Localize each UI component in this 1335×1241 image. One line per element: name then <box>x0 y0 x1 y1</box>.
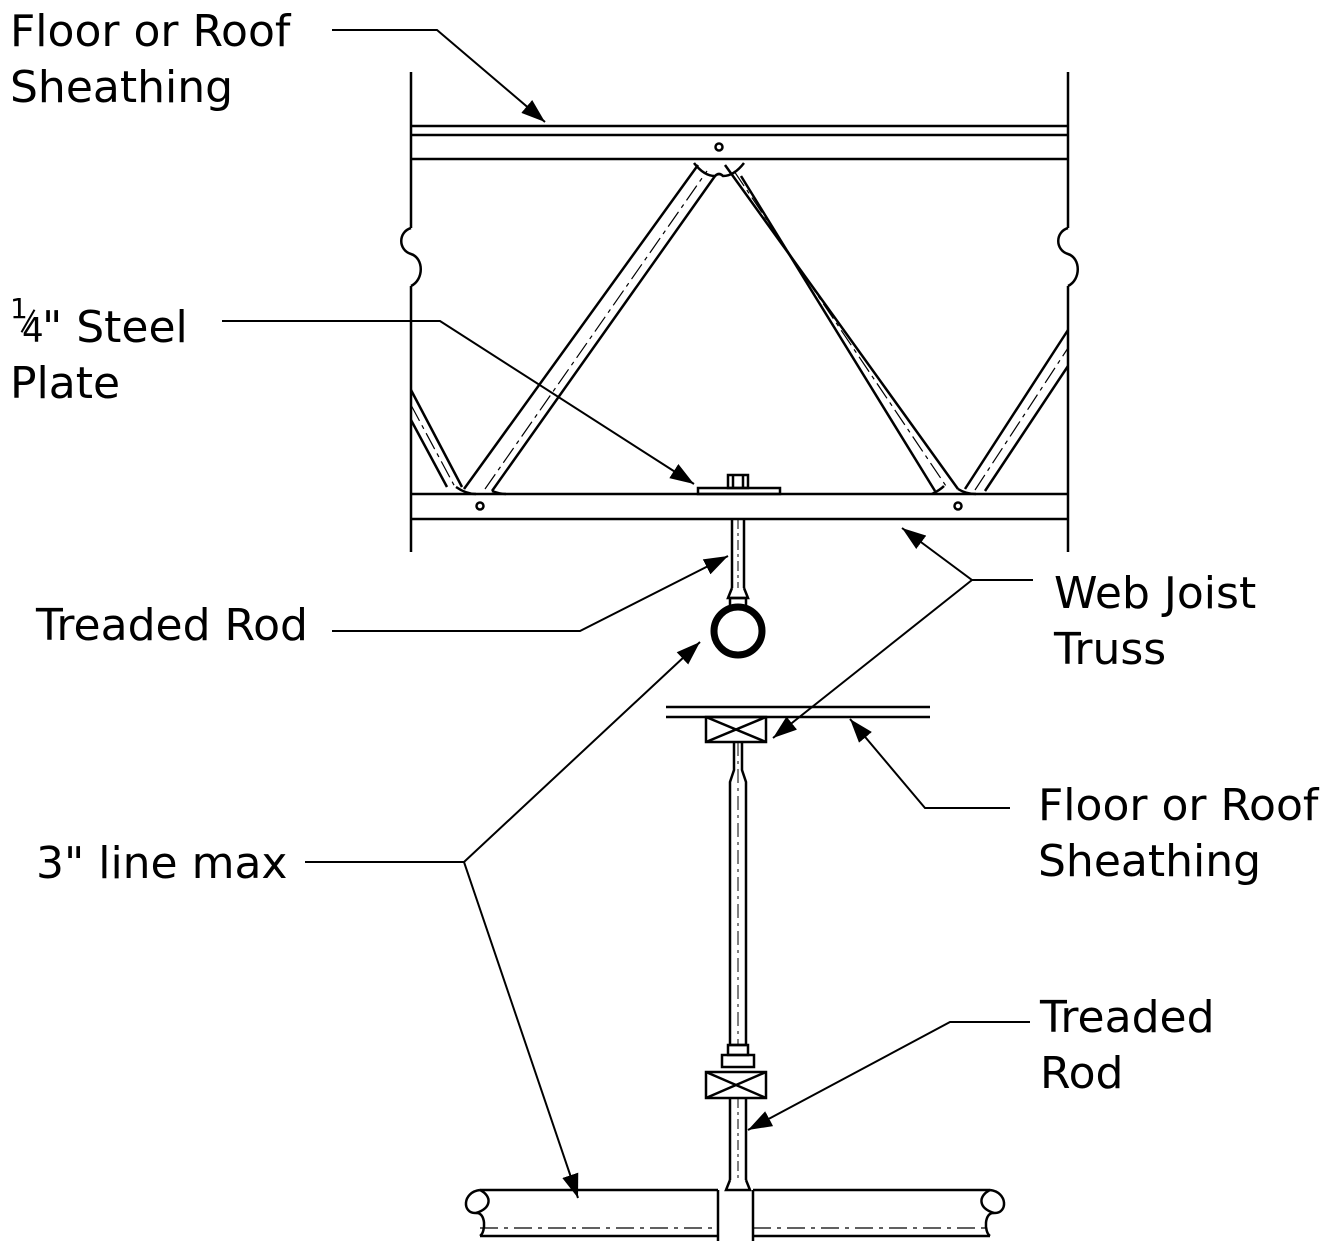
label-treaded-rod-bottom: Treaded Rod <box>1040 990 1215 1102</box>
label-text: " Steel <box>42 302 188 353</box>
label-line: Sheathing <box>1038 836 1262 887</box>
label-line: Sheathing <box>10 62 234 113</box>
fraction-numerator: 1 <box>10 292 28 325</box>
truss-elevation <box>400 72 1079 659</box>
label-line: Truss <box>1054 624 1167 675</box>
label-line: Web Joist <box>1054 568 1257 619</box>
fraction-denominator: 4 <box>22 311 44 351</box>
label-line-max: 3" line max <box>36 836 287 892</box>
section-view <box>464 705 1006 1241</box>
label-floor-roof-sheathing-bottom: Floor or Roof Sheathing <box>1038 778 1318 890</box>
label-line: 3" line max <box>36 838 288 889</box>
leader-lines <box>222 29 1033 1199</box>
label-line: Plate <box>10 358 121 409</box>
label-web-joist-truss: Web Joist Truss <box>1054 566 1256 678</box>
label-line: Treaded <box>1040 992 1215 1043</box>
label-steel-plate: 1 4 " Steel Plate <box>10 294 188 412</box>
label-line: Floor or Roof <box>10 6 291 57</box>
fraction: 1 4 <box>10 294 44 351</box>
label-line: Floor or Roof <box>1038 780 1319 831</box>
label-treaded-rod-top: Treaded Rod <box>36 598 308 654</box>
label-line: 1 4 " Steel <box>10 294 188 356</box>
label-line: Treaded Rod <box>36 600 308 651</box>
label-floor-roof-sheathing-top: Floor or Roof Sheathing <box>10 4 290 116</box>
label-line: Rod <box>1040 1048 1124 1099</box>
